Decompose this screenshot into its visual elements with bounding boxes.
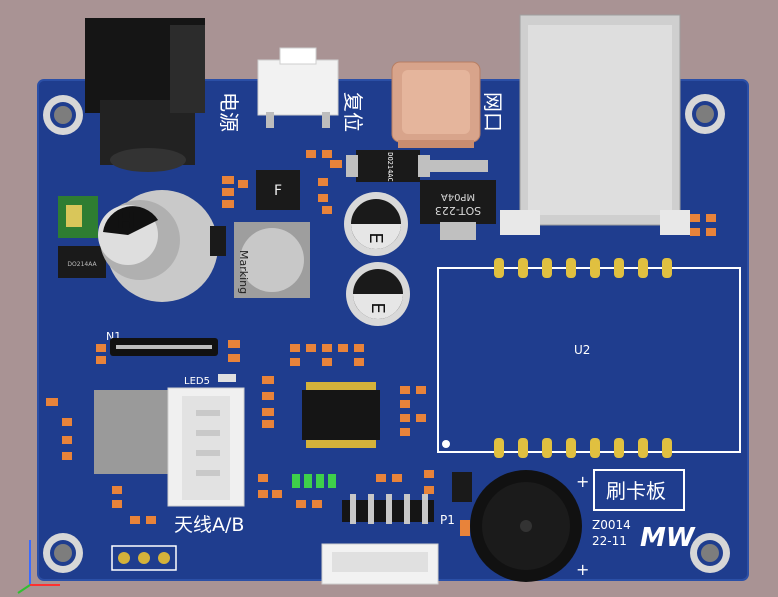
label-card-board: 刷卡板 (606, 479, 666, 503)
card-board-label-box: 刷卡板 (593, 469, 685, 511)
capacitor-large-h: H (98, 190, 218, 302)
mounting-hole-bottom-right (690, 533, 730, 573)
board-code-1: Z0014 (592, 518, 631, 532)
capacitor-e2: E (346, 262, 410, 326)
reset-button (257, 47, 339, 128)
jumper-n1 (110, 338, 218, 356)
antenna-connector-block (94, 390, 176, 474)
diode-left: DO214AA (58, 246, 106, 278)
diode-left-text: DO214AA (67, 261, 97, 268)
usb-c-connector (391, 61, 481, 148)
buzzer-plus-top: + (576, 472, 589, 491)
u2-pads-bottom (494, 438, 672, 458)
inductor-mark: Marking (237, 250, 250, 294)
mw-logo: MW (640, 523, 696, 553)
board-code-2: 22-11 (592, 534, 627, 548)
label-reset: 复位 (341, 92, 365, 132)
ic-soic (302, 382, 380, 448)
regulator-text: SOT-223 (435, 204, 481, 217)
u2-pads-top (494, 258, 672, 278)
label-led5: LED5 (184, 376, 210, 387)
label-network: 网口 (481, 92, 505, 132)
green-component (58, 196, 98, 238)
cap-e2-mark: E (367, 302, 388, 313)
rj45-jack (500, 14, 690, 235)
mounting-hole-bottom-left (43, 533, 83, 573)
axis-gizmo (17, 540, 60, 594)
cap-e1-mark: E (365, 232, 386, 243)
test-pads (111, 545, 177, 571)
regulator-sot223: SOT-223 MP04A (420, 160, 496, 240)
mounting-hole-top-left (43, 95, 83, 135)
inductor: Marking (234, 222, 310, 298)
buzzer-plus-bottom: + (576, 560, 589, 579)
dc-power-jack (85, 18, 205, 172)
label-antenna: 天线A/B (174, 514, 244, 536)
buzzer (470, 470, 582, 582)
regulator-sub: MP04A (441, 191, 475, 202)
bottom-connector (321, 543, 439, 585)
diode-top: DO214AC (346, 150, 430, 182)
led5 (218, 374, 236, 382)
cap-h-mark: H (117, 209, 135, 234)
capacitor-e1: E (344, 192, 408, 256)
smd-components (46, 150, 716, 536)
diode-top-text: DO214AC (386, 152, 394, 182)
mounting-hole-top-right (685, 94, 725, 134)
module-u2-outline: U2 (437, 267, 741, 453)
antenna-header (167, 387, 245, 507)
label-p1: P1 (440, 513, 455, 527)
label-power: 电源 (217, 92, 241, 132)
ic-small-top: F (256, 170, 300, 210)
label-u2: U2 (574, 343, 590, 357)
header-p1 (342, 494, 434, 524)
svg-text:F: F (274, 183, 282, 199)
